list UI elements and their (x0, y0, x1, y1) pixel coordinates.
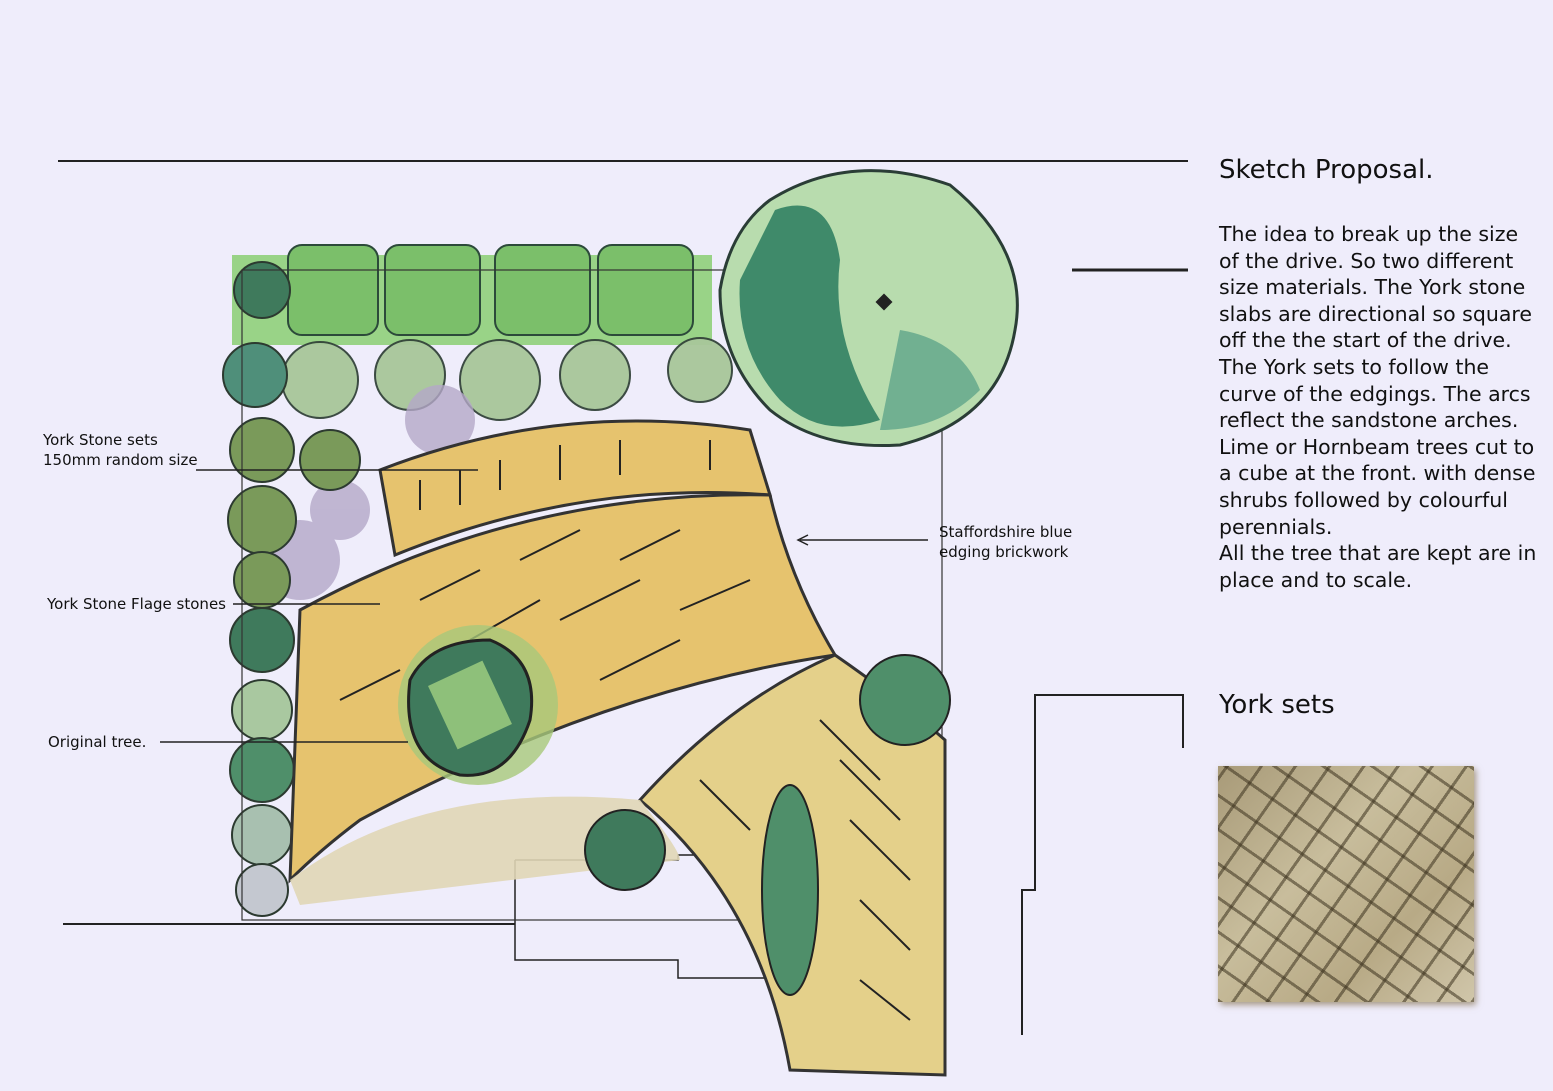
label-edging-line1: Staffordshire blue (939, 523, 1073, 541)
description-line: size materials. The York stone (1219, 275, 1526, 300)
proposal-description: The idea to break up the size of the dri… (1219, 221, 1549, 593)
large-tree (718, 169, 1019, 448)
description-line: shrubs followed by colourful (1219, 487, 1508, 512)
callout-lines (160, 469, 928, 743)
original-tree (398, 625, 558, 785)
description-line: off the the start of the drive. (1219, 328, 1512, 353)
label-edging-line2: edging brickwork (939, 543, 1069, 561)
description-line: perennials. (1219, 514, 1333, 539)
description-line: The idea to break up the size (1219, 222, 1519, 246)
description-line: reflect the sandstone arches. (1219, 408, 1519, 433)
proposal-title: Sketch Proposal. (1219, 155, 1434, 185)
label-york-sets-line1: York Stone sets (43, 431, 158, 449)
description-line: place and to scale. (1219, 567, 1413, 592)
label-york-sets-line2: 150mm random size (43, 451, 198, 469)
flagstone-area (288, 493, 838, 884)
description-line: Lime or Hornbeam trees cut to (1219, 434, 1535, 459)
drive-gravel (290, 796, 680, 905)
small-trees (584, 654, 951, 996)
label-york-sets: York Stone sets 150mm random size (43, 430, 198, 470)
york-sets-title: York sets (1219, 690, 1335, 720)
description-line: All the tree that are kept are in (1219, 541, 1537, 566)
planting-border (222, 244, 943, 921)
description-line: a cube at the front. with dense (1219, 461, 1536, 486)
york-sets-photo (1218, 766, 1474, 1002)
description-line: The York sets to follow the (1219, 354, 1490, 379)
house-outline-right (1021, 694, 1184, 1035)
label-flag-stones: York Stone Flage stones (47, 595, 226, 613)
paving-joints (339, 440, 911, 1021)
label-original-tree: Original tree. (48, 733, 147, 751)
description-line: curve of the edgings. The arcs (1219, 381, 1531, 406)
description-line: of the drive. So two different (1219, 248, 1514, 273)
label-edging: Staffordshire blue edging brickwork (939, 522, 1072, 562)
description-line: slabs are directional so square (1219, 301, 1533, 326)
